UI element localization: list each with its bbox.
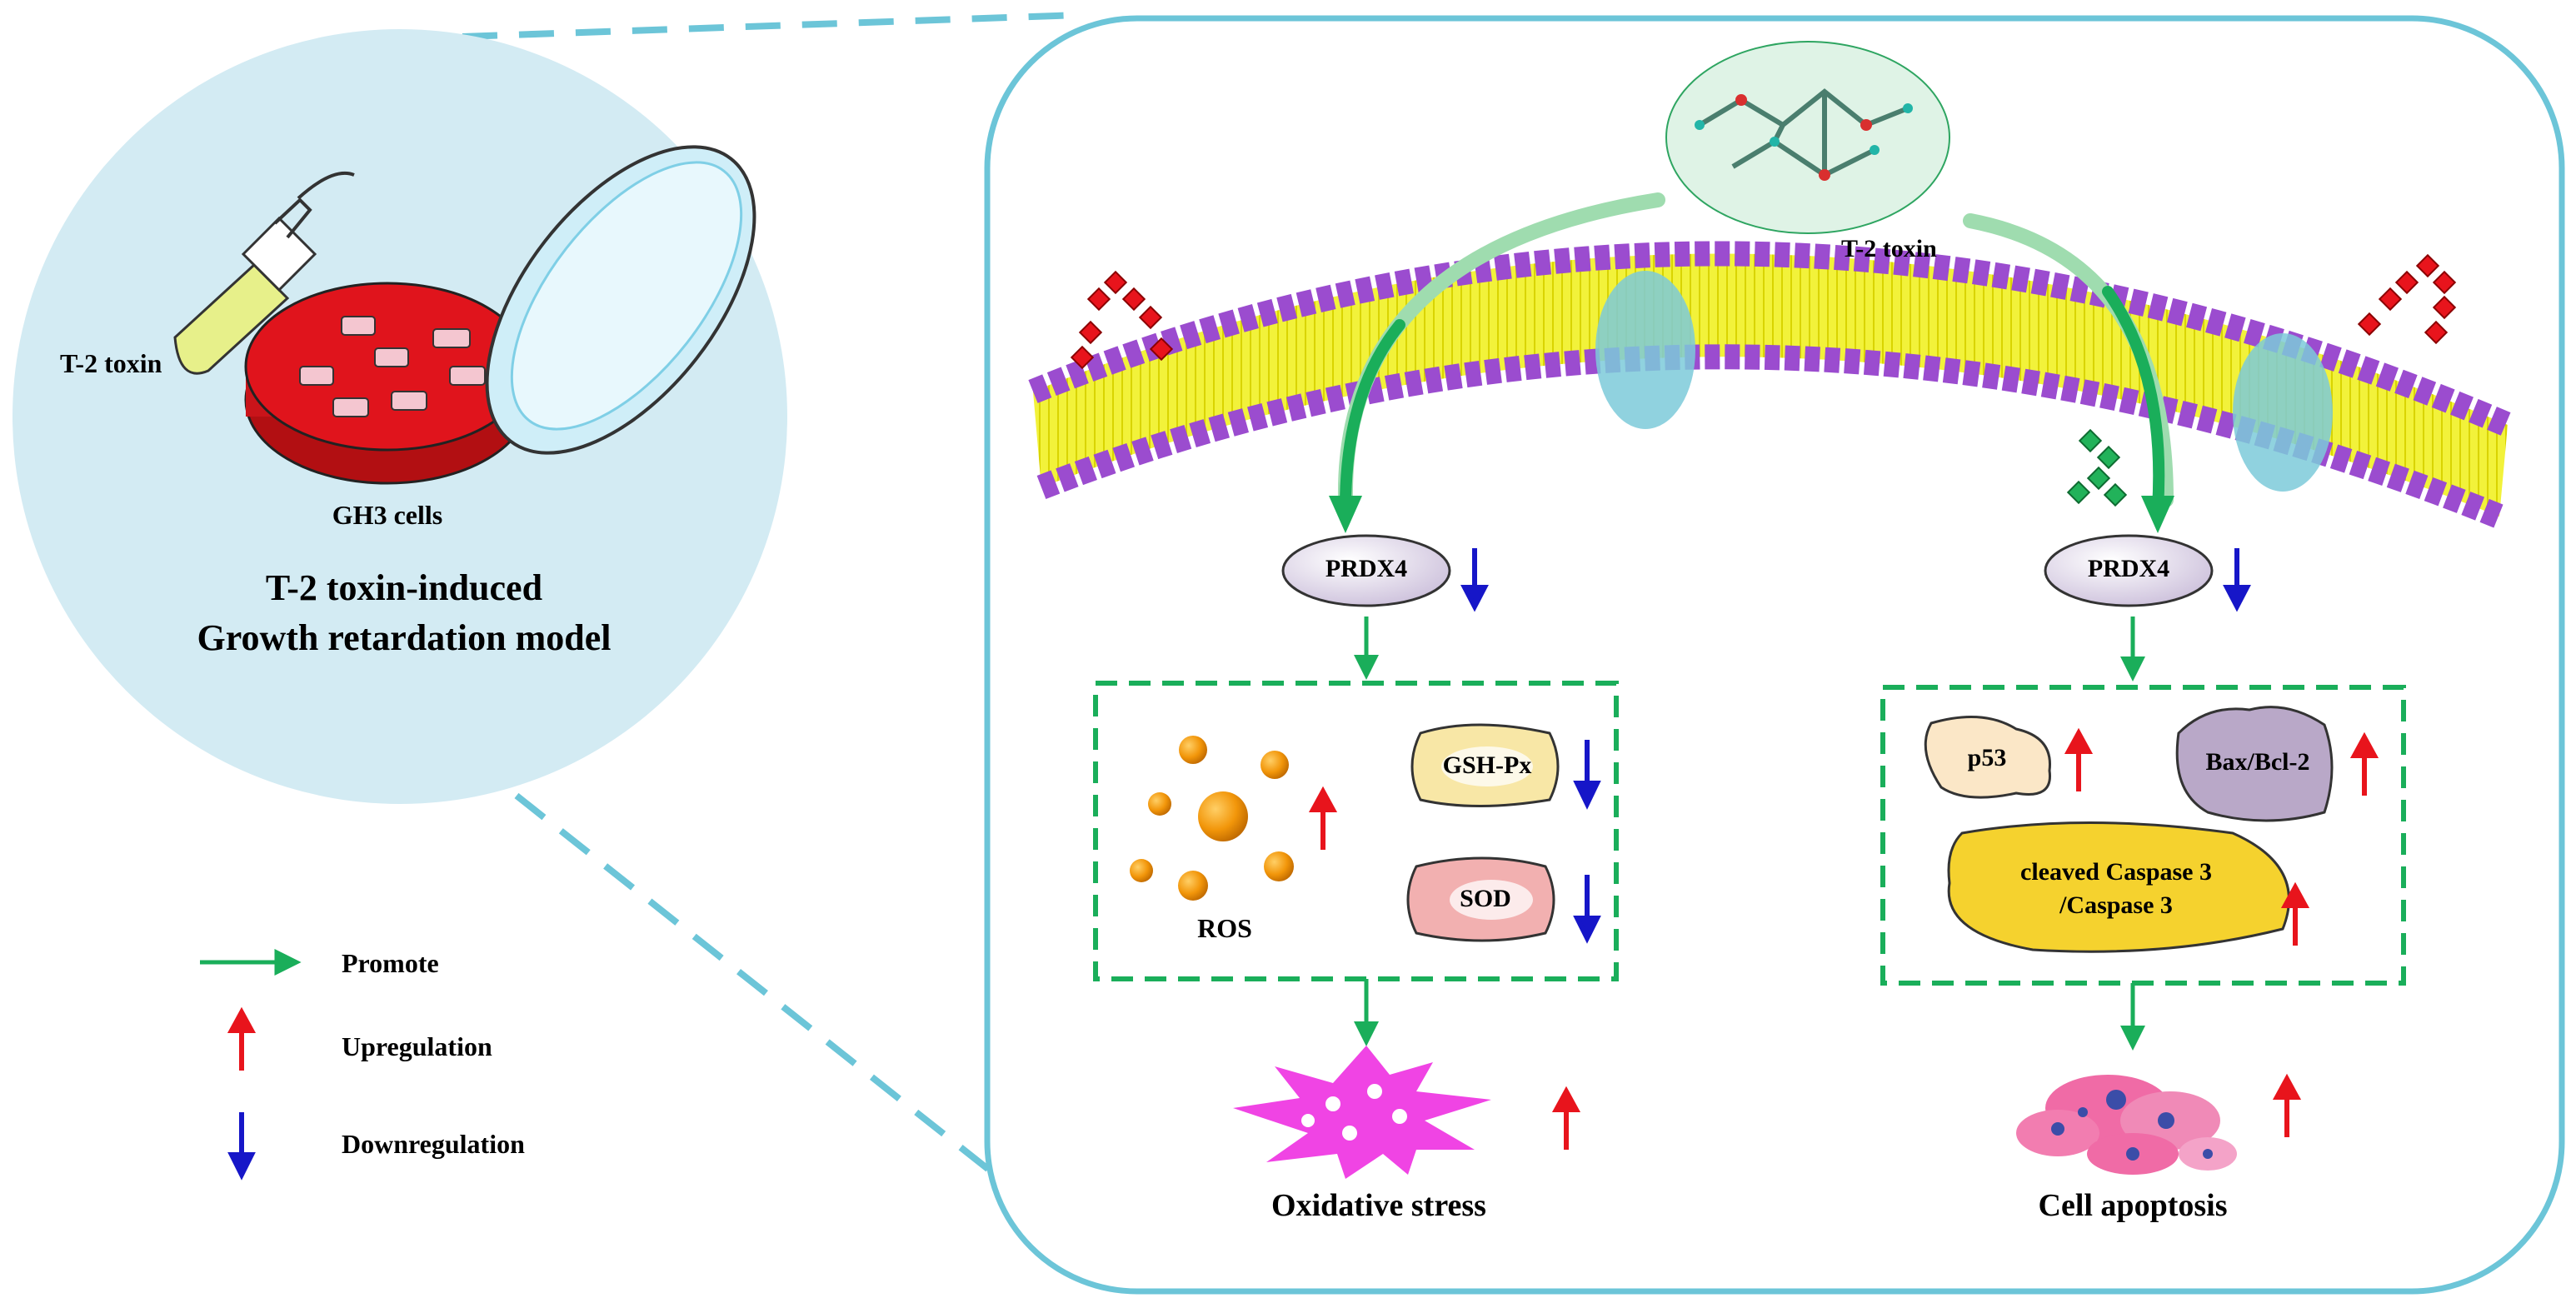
cell-apoptosis-up-arrow (2272, 1073, 2302, 1137)
bax-bcl2-label: Bax/Bcl-2 (2205, 748, 2310, 776)
ros-label: ROS (1197, 913, 1252, 943)
promote-arrows (1354, 617, 2145, 1051)
ros-particles-icon (1130, 736, 1294, 901)
toxin-entry-arrows (1329, 192, 2174, 533)
p53-blob (1924, 716, 2051, 799)
oxidative-stress-icon (1233, 1046, 1491, 1179)
apoptosis-up-arrows (2064, 727, 2379, 946)
legend-down-arrow (227, 1112, 256, 1181)
legend-up-arrow (227, 1006, 257, 1071)
legend-promote-label: Promote (342, 948, 439, 978)
p53-label: p53 (1967, 744, 2007, 771)
tube-label: T-2 toxin (60, 348, 162, 378)
glycan-chains (1070, 253, 2457, 507)
ros-up-arrow (1308, 786, 1338, 850)
caspase-label-line1: cleaved Caspase 3 (2020, 858, 2212, 886)
caspase-label-line2: /Caspase 3 (2059, 891, 2173, 919)
toxin-label: T-2 toxin (1841, 235, 1937, 262)
gsh-sod-down-arrows (1573, 740, 1601, 944)
petri-dish-icon (244, 145, 756, 485)
sod-label: SOD (1460, 885, 1511, 912)
prdx4-down-arrows (1460, 548, 2251, 612)
legend-promote-arrow (200, 948, 302, 976)
legend-upregulation-label: Upregulation (342, 1031, 492, 1061)
prdx4-right-node (2044, 534, 2214, 607)
sod-blob (1406, 856, 1555, 942)
caspase-blob (1947, 821, 2290, 953)
oxidative-dashed-box (1093, 681, 1619, 981)
apoptosis-dashed-box (1880, 685, 2406, 986)
prdx4-right-label: PRDX4 (2087, 555, 2170, 582)
model-title-line2: Growth retardation model (197, 617, 612, 658)
legend-downregulation-label: Downregulation (342, 1129, 525, 1159)
prdx4-left-label: PRDX4 (1325, 555, 1408, 582)
zoom-connector-lines (462, 12, 1080, 1211)
dish-label: GH3 cells (332, 500, 443, 530)
t2-toxin-molecule-icon (1665, 41, 1950, 234)
model-title-line1: T-2 toxin-induced (265, 567, 543, 608)
tube-icon (173, 171, 355, 375)
bax-bcl2-blob (2175, 706, 2334, 822)
cell-apoptosis-label: Cell apoptosis (2038, 1188, 2228, 1223)
apoptotic-cells-icon (2016, 1075, 2237, 1175)
gsh-px-label: GSH-Px (1442, 751, 1532, 779)
gsh-px-blob (1410, 723, 1560, 807)
oxidative-stress-up-arrow (1551, 1086, 1581, 1150)
oxidative-stress-label: Oxidative stress (1271, 1188, 1486, 1223)
prdx4-left-node (1281, 534, 1451, 607)
